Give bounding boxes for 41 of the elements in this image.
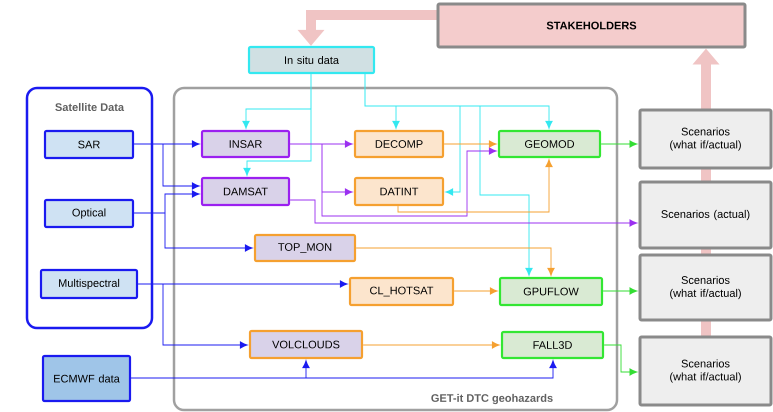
arrow xyxy=(134,212,253,252)
arrow xyxy=(290,144,497,216)
data-source-box: ECMWF data xyxy=(42,354,132,402)
connector-bar xyxy=(701,322,711,336)
data-source-box: SAR xyxy=(44,130,134,160)
arrow xyxy=(130,360,557,378)
group-heading: Satellite Data xyxy=(55,102,124,112)
process-box: CL_HOTSAT xyxy=(348,276,454,306)
arrow xyxy=(134,144,200,190)
process-box: DAMSAT xyxy=(200,176,290,206)
arrow xyxy=(243,74,312,176)
process-box: VOLCLOUDS xyxy=(248,330,364,360)
connector-bar xyxy=(701,170,711,180)
scenario-box: Scenarios (what if/actual) xyxy=(638,108,772,170)
connector-bar xyxy=(701,250,711,254)
arrow xyxy=(138,284,248,349)
data-source-box: In situ data xyxy=(248,46,376,74)
data-source-box: Multispectral xyxy=(40,268,138,300)
arrow xyxy=(398,159,553,212)
data-source-box: Optical xyxy=(44,198,134,228)
group-heading: GET-it DTC geohazards xyxy=(431,394,553,404)
process-box: INSAR xyxy=(200,130,290,158)
arrow xyxy=(444,140,497,148)
arrow xyxy=(364,74,533,276)
process-box: DECOMP xyxy=(354,130,444,158)
arrow xyxy=(356,248,555,276)
scenario-box: Scenarios (what if/actual) xyxy=(638,254,772,322)
arrow xyxy=(454,287,498,295)
model-box: GEOMOD xyxy=(498,130,602,158)
arrow xyxy=(604,344,638,376)
process-box: DATINT xyxy=(354,176,444,206)
process-box: TOP_MON xyxy=(254,234,356,262)
scenario-box: Scenarios (what if/actual) xyxy=(638,336,772,406)
arrow xyxy=(600,140,638,148)
model-box: FALL3D xyxy=(500,330,604,360)
arrow xyxy=(602,287,638,295)
scenario-box: Scenarios (actual) xyxy=(638,180,772,250)
stakeholders-box: STAKEHOLDERS xyxy=(436,2,746,48)
arrow xyxy=(362,341,500,349)
model-box: GPUFLOW xyxy=(498,276,604,306)
arrow xyxy=(290,200,638,227)
